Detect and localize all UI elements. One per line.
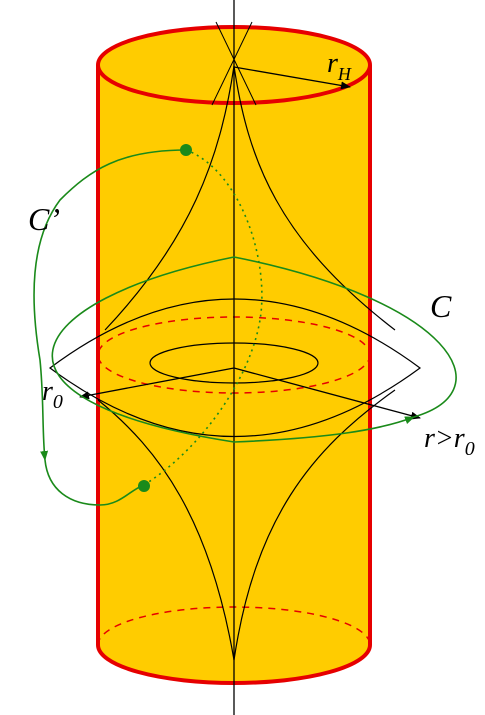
hyperbola-lower-right xyxy=(233,389,396,661)
contour-c-prime-lower xyxy=(44,459,145,506)
label-rh: rH xyxy=(327,48,352,84)
top-cross-line-right xyxy=(211,21,253,106)
hyperbola-lower-left xyxy=(97,399,235,661)
radius-arrow-horizon xyxy=(233,66,351,90)
c-prime-start-point xyxy=(180,144,192,156)
radius-arrow-r0 xyxy=(79,367,235,400)
hyperbola-upper-right xyxy=(233,65,396,331)
top-cross-line-left xyxy=(215,21,257,106)
label-c-prime: C’ xyxy=(28,201,60,237)
hyperbola-upper-left xyxy=(104,65,235,331)
contour-c-prime xyxy=(33,149,187,461)
radius-arrow-r-greater xyxy=(233,367,421,420)
c-prime-end-point xyxy=(138,480,150,492)
label-r0: r0 xyxy=(42,376,63,413)
label-c: C xyxy=(430,288,452,324)
outer-lens-curve xyxy=(48,298,422,437)
inner-ellipse xyxy=(149,342,319,384)
contour-c xyxy=(51,256,457,443)
label-r-greater: r>r0 xyxy=(424,423,475,460)
